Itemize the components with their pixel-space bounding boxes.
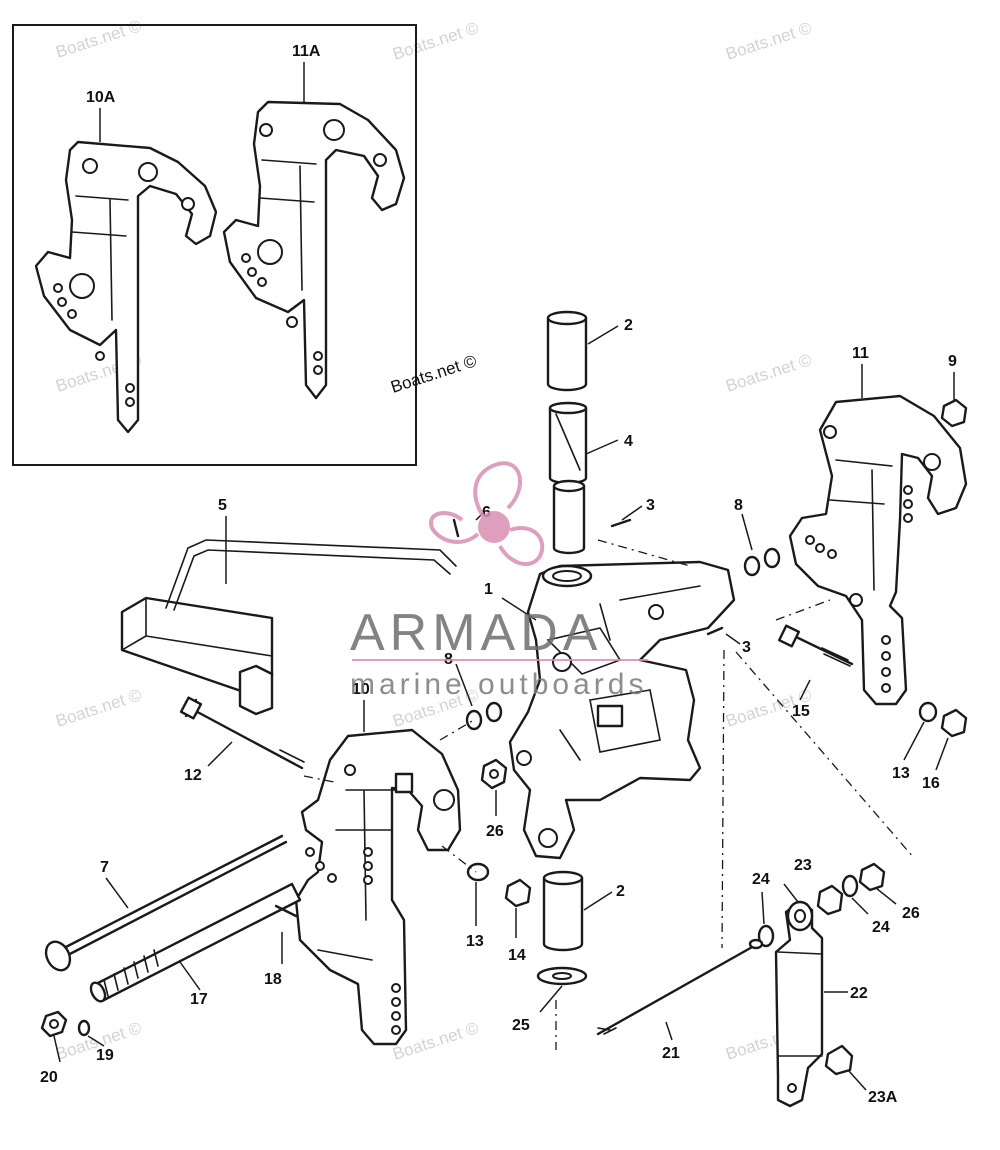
assembly-lines [303,539,915,1050]
watermark: Boats.net © [723,350,814,396]
nut-16 [940,708,968,738]
callout-26-left: 26 [486,823,504,840]
clamp-bracket-11A [222,100,406,400]
watermark: Boats.net © [53,685,144,731]
callout-5: 5 [218,497,227,514]
callout-13-right: 13 [892,765,910,782]
callout-13-lower: 13 [466,933,484,950]
tilt-lever [120,539,457,716]
callout-7: 7 [100,859,109,876]
callout-24-right: 24 [872,919,890,936]
washer-13-right [918,701,938,723]
callout-4: 4 [624,433,633,450]
washer-19 [77,1019,91,1037]
screw-3-lower [706,626,724,636]
callout-14: 14 [508,947,526,964]
callout-3-upper: 3 [646,497,655,514]
bolt-7 [44,834,288,972]
callout-11A: 11A [292,43,321,60]
callout-2-lower: 2 [616,883,625,900]
lower-tube-bushing [552,479,586,555]
watermark-inset: Boats.net © [388,351,479,397]
callout-6: 6 [482,504,491,521]
nut-9 [940,398,968,428]
clamp-bracket-10A [34,140,218,434]
stern-bracket-right [788,394,968,706]
washer-24-left [757,924,775,948]
swivel-tube-bushing [548,401,588,485]
callout-19: 19 [96,1047,114,1064]
brand-name: ARMADA [350,604,602,662]
callout-1: 1 [484,581,493,598]
callout-23A: 23A [868,1089,898,1106]
swivel-bracket [508,560,736,860]
washer-24-right [841,874,859,898]
callout-11: 11 [852,345,869,362]
washer-8-right-b [763,547,781,569]
washer-8-right [743,555,761,577]
watermark: Boats.net © [723,18,814,64]
callout-25: 25 [512,1017,530,1034]
callout-21: 21 [662,1045,680,1062]
pin-18 [274,904,298,918]
brand-logo: ARMADA marine outboards [350,461,648,701]
stern-bracket-left [294,728,462,1046]
callout-10: 10 [352,681,370,698]
callout-23: 23 [794,857,812,874]
washer-8-left [465,709,483,731]
washer-8-left-b [485,701,503,723]
callout-24-left: 24 [752,871,770,888]
callout-15: 15 [792,703,810,720]
nut-14 [504,878,532,908]
callout-8-right: 8 [734,497,743,514]
callout-9: 9 [948,353,957,370]
screw-3-upper [610,518,632,528]
tilt-tube-17 [89,882,302,1003]
callout-20: 20 [40,1069,58,1086]
callout-12: 12 [184,767,202,784]
bushing-23 [816,884,844,916]
inset-panel: Boats.net © 10A [12,24,479,466]
thrust-washer-25 [536,966,588,986]
callout-22: 22 [850,985,868,1002]
callout-10A: 10A [86,89,116,106]
bolt-15 [778,624,854,667]
callout-18: 18 [264,971,282,988]
lower-bushing [542,870,584,952]
callout-2-upper: 2 [624,317,633,334]
callout-16: 16 [922,775,940,792]
bolt-12 [179,696,305,770]
trim-cylinder-22 [774,900,824,1108]
pin-6 [452,518,460,538]
upper-bushing [546,310,588,392]
bushing-23A [824,1044,854,1076]
callout-26-right: 26 [902,905,920,922]
brand-tagline: marine outboards [350,668,647,701]
callout-3-lower: 3 [742,639,751,656]
bolt-21 [596,938,764,1036]
callout-17: 17 [190,991,208,1008]
watermark: Boats.net © [53,16,144,62]
washer-13-lower [466,862,490,882]
propeller-icon [429,461,545,567]
nut-26-right [858,862,886,892]
